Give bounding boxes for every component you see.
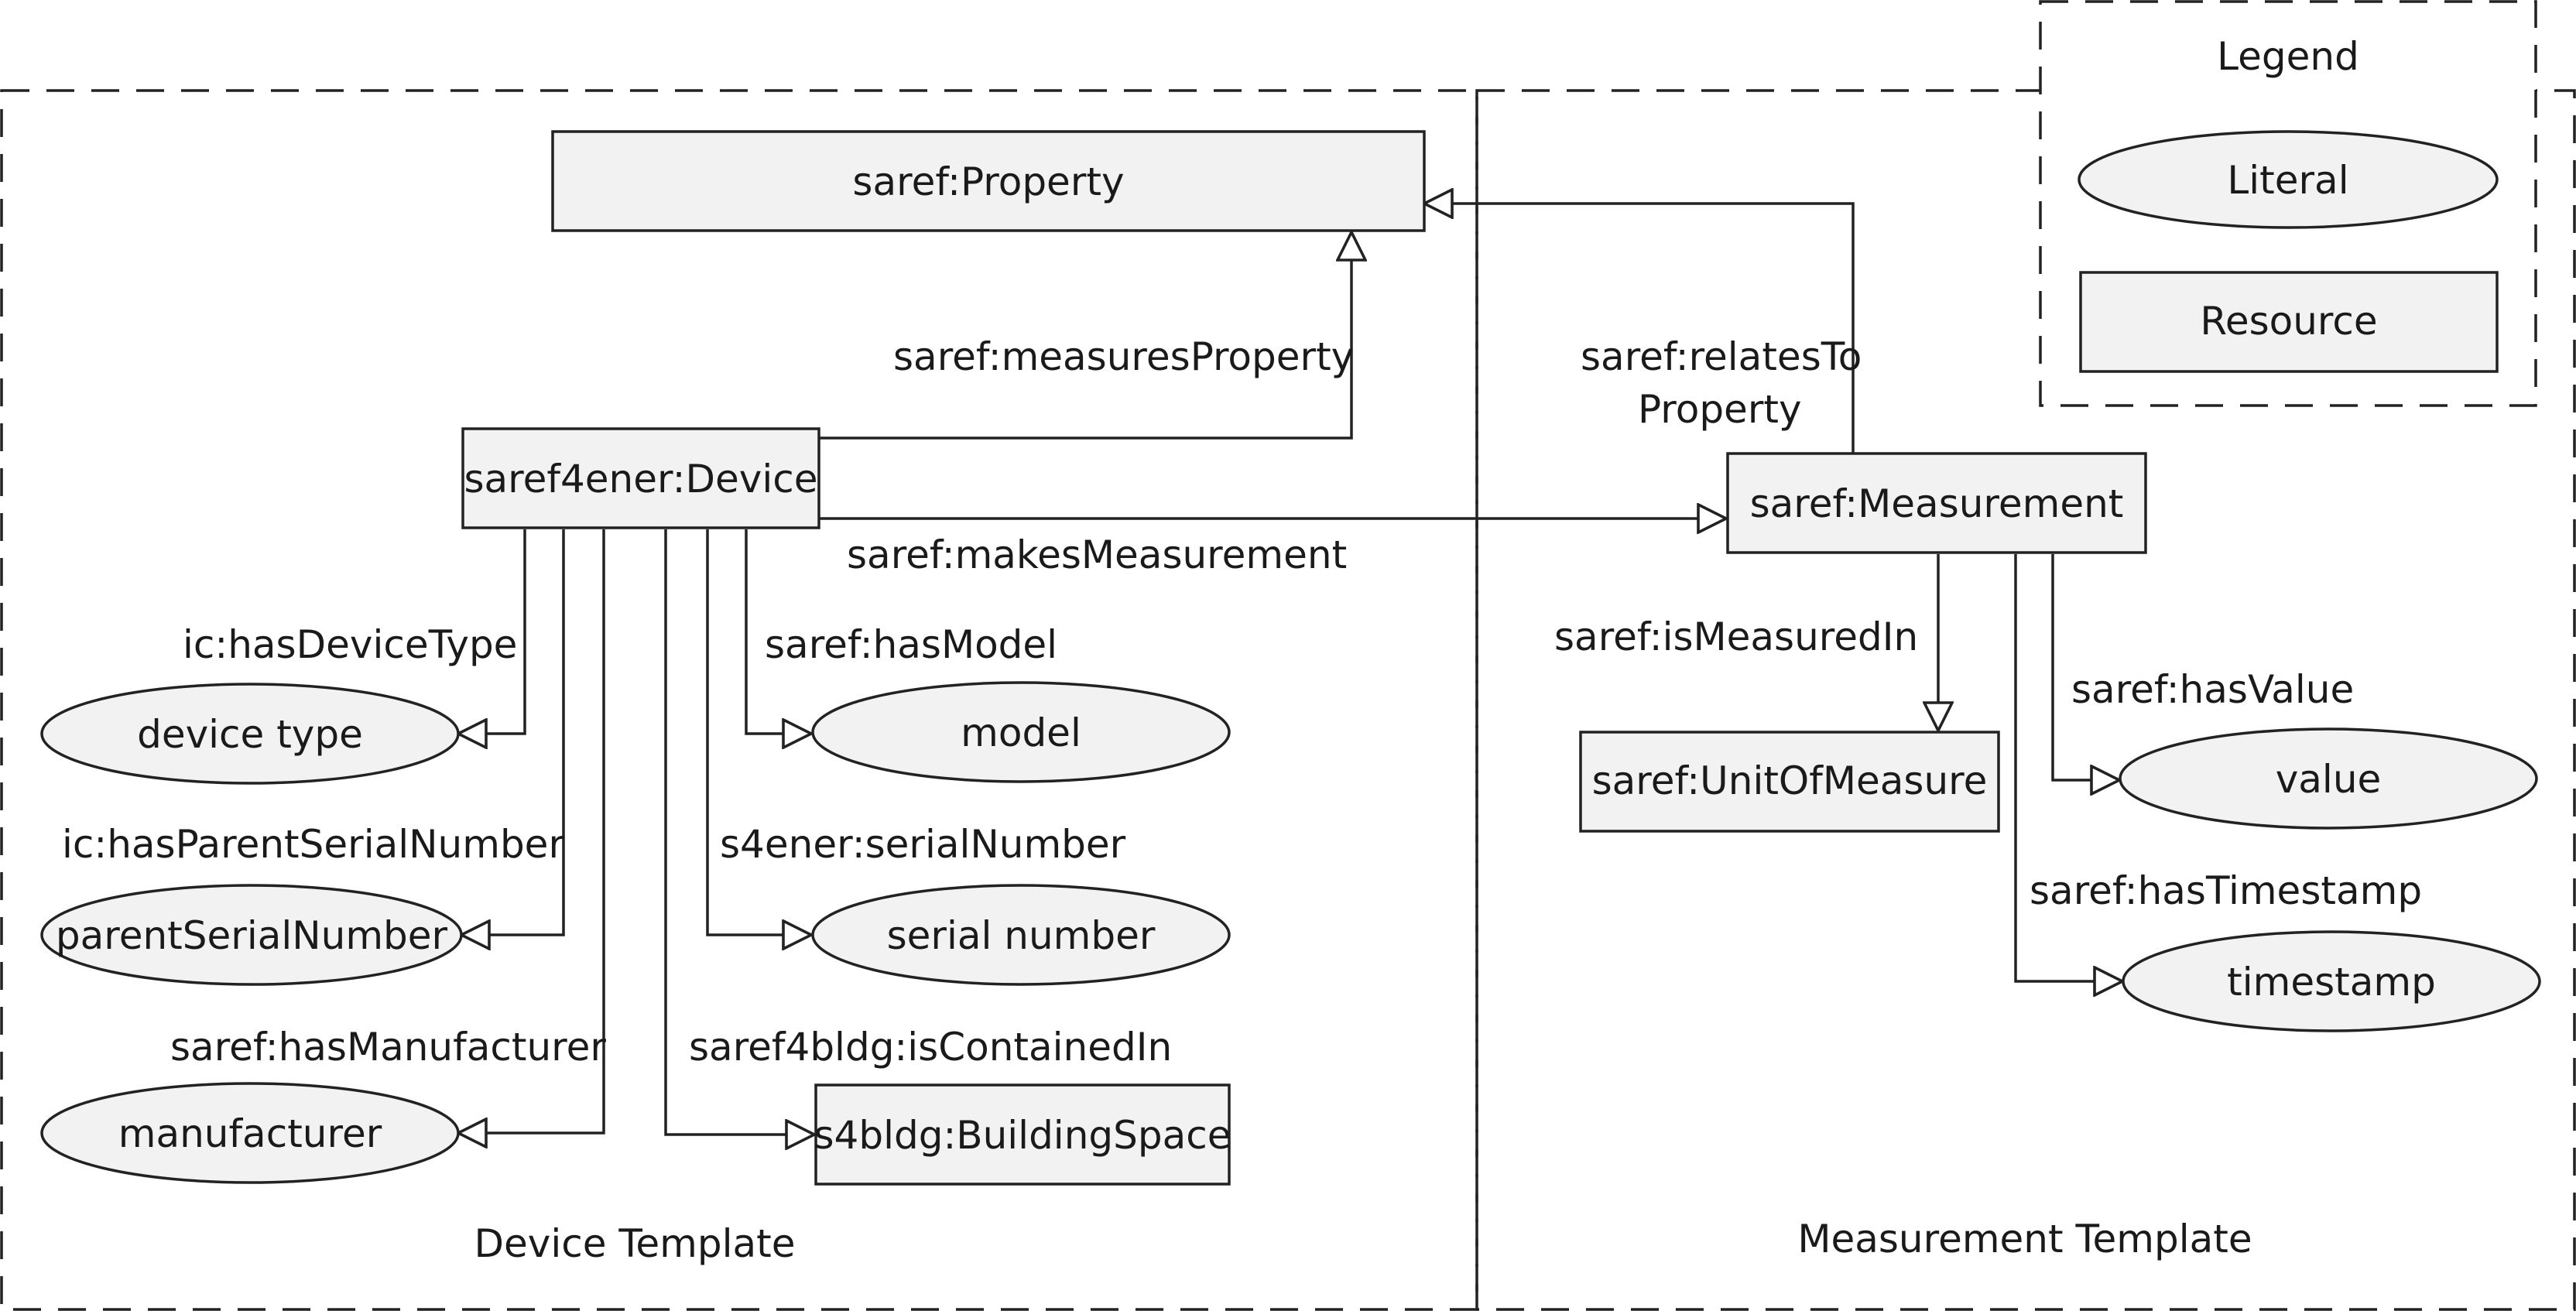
node-unit-of-measure [1579,731,2000,833]
edge-has-device-type [458,529,526,734]
edge-label-has-parent-serial: ic:hasParentSerialNumber [62,822,564,867]
node-manufacturer-label: manufacturer [118,1111,382,1156]
node-value-label: value [2276,757,2382,802]
node-measurement-label: saref:Measurement [1750,481,2124,526]
node-device-label: saref4ener:Device [464,457,817,501]
edge-label-relates-to-2: Property [1638,387,1802,432]
edge-label-is-contained-in: saref4bldg:isContainedIn [689,1025,1172,1070]
node-measurement [1726,452,2147,554]
node-timestamp-label: timestamp [2227,960,2436,1005]
node-device-type [40,683,460,785]
measurement-template-frame [1475,89,2576,1311]
edge-label-measures-property: saref:measuresProperty [893,334,1354,379]
edge-label-has-model: saref:hasModel [765,622,1057,667]
edge-has-timestamp [2014,554,2122,981]
node-building-space [814,1083,1231,1186]
node-manufacturer [40,1082,460,1184]
node-parent-serial [40,884,463,986]
edge-has-parent-serial [461,529,565,935]
legend-resource-shape [2079,271,2499,373]
edge-label-has-manufacturer: saref:hasManufacturer [170,1025,606,1070]
edge-serial-number [706,529,811,935]
node-timestamp [2122,930,2541,1032]
edge-label-has-timestamp: saref:hasTimestamp [2030,868,2422,913]
device-template-frame [0,89,1478,1311]
edge-label-has-value: saref:hasValue [2071,667,2354,712]
node-saref-property-label: saref:Property [852,159,1124,204]
node-serial-number [811,884,1231,986]
node-model [811,681,1231,783]
edge-has-model [745,529,811,734]
edge-has-value [2051,554,2119,780]
legend-literal-label: Literal [2227,158,2348,203]
node-device-type-label: device type [137,712,363,757]
node-device [461,427,820,529]
edge-label-has-device-type: ic:hasDeviceType [183,622,517,667]
legend-literal-shape [2078,130,2499,229]
node-saref-property [551,130,1426,232]
edge-measures-property [819,232,1351,440]
edge-label-is-measured-in: saref:isMeasuredIn [1554,614,1918,659]
edge-label-serial-number: s4ener:serialNumber [720,822,1126,867]
edge-is-contained-in [664,529,814,1135]
edge-relates-to-property [1424,204,1855,454]
node-building-space-label: s4bldg:BuildingSpace [814,1113,1231,1158]
node-serial-number-label: serial number [887,913,1156,958]
legend-resource-label: Resource [2200,299,2377,344]
measurement-template-title: Measurement Template [1797,1217,2252,1261]
edge-label-relates-to-1: saref:relatesTo [1581,334,1862,379]
device-template-title: Device Template [474,1221,795,1266]
legend-title: Legend [2217,34,2359,79]
edge-has-manufacturer [458,529,605,1133]
edge-label-makes-measurement: saref:makesMeasurement [847,532,1347,577]
node-model-label: model [961,710,1081,755]
node-value [2119,727,2538,830]
node-parent-serial-label: parentSerialNumber [56,913,448,958]
node-unit-of-measure-label: saref:UnitOfMeasure [1592,758,1988,803]
